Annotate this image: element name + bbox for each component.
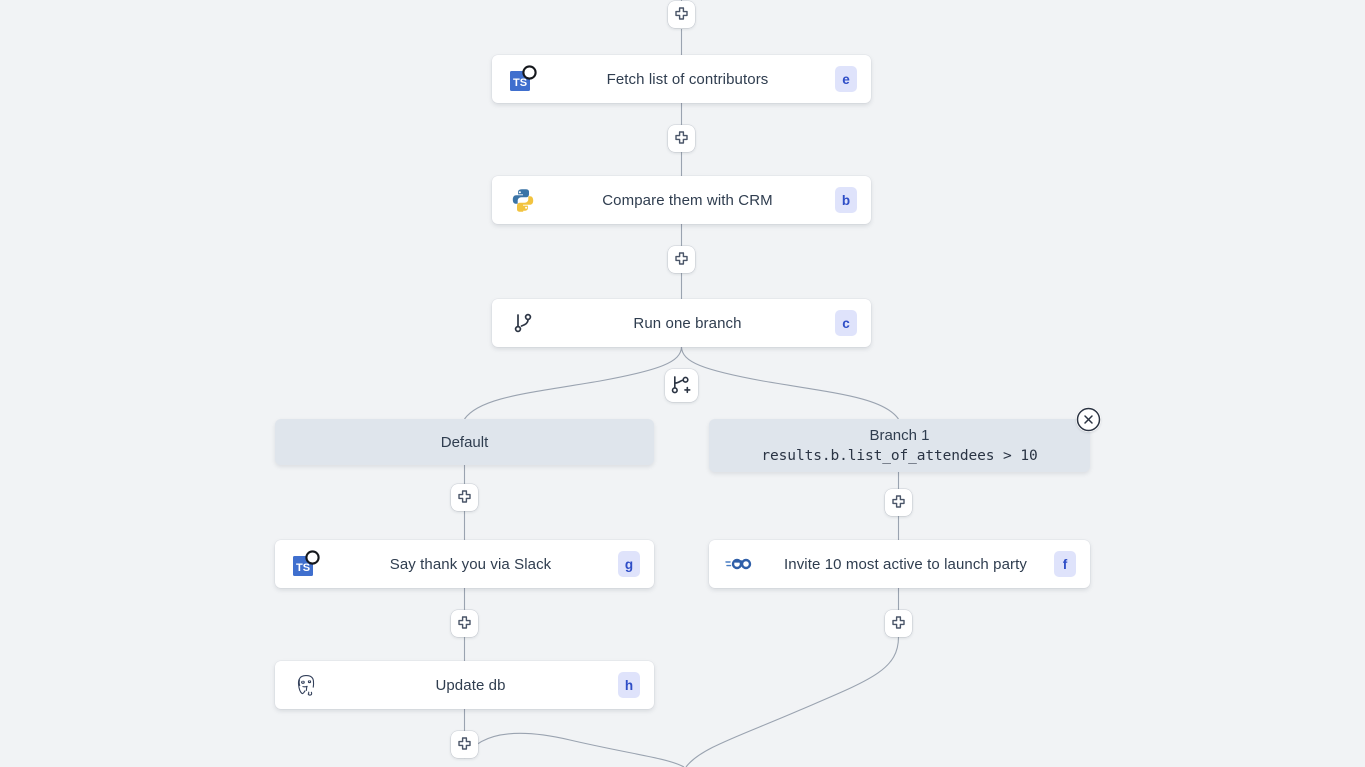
plus-icon (675, 7, 688, 20)
node-badge[interactable]: c (835, 310, 857, 336)
branch-default[interactable]: Default (275, 419, 654, 465)
edge-split-left (464, 346, 683, 420)
node-title: Run one branch (633, 314, 742, 332)
add-step-after-updatedb[interactable] (451, 731, 478, 758)
svg-text:TS: TS (513, 77, 527, 89)
node-badge[interactable]: f (1054, 551, 1076, 577)
plus-icon (458, 490, 471, 503)
add-step-after-compare[interactable] (668, 246, 695, 273)
branch-add-icon (671, 376, 691, 394)
node-title: Fetch list of contributors (606, 70, 769, 88)
node-title: Say thank you via Slack (389, 555, 552, 573)
node-badge[interactable]: e (835, 66, 857, 92)
node-fetch-contributors[interactable]: TS Fetch list of contributors e (492, 55, 871, 103)
branch-1-close-button[interactable] (1076, 407, 1101, 432)
branch-condition-expression[interactable]: results.b.list_of_attendees > 10 (761, 447, 1038, 464)
add-branch-button[interactable] (665, 369, 698, 402)
node-badge[interactable]: b (835, 187, 857, 213)
python-icon (506, 185, 540, 215)
plus-icon (892, 616, 905, 629)
golang-icon (723, 549, 757, 579)
node-title: Compare them with CRM (602, 191, 773, 209)
plus-icon (675, 252, 688, 265)
branch-label: Branch 1 (869, 426, 930, 444)
git-branch-icon (506, 308, 540, 338)
postgresql-icon (289, 670, 323, 700)
svg-text:TS: TS (296, 562, 310, 574)
add-step-default-branch[interactable] (451, 484, 478, 511)
branch-1[interactable]: Branch 1 results.b.list_of_attendees > 1… (709, 419, 1090, 472)
add-step-after-fetch[interactable] (668, 125, 695, 152)
add-step-branch-1[interactable] (885, 489, 912, 516)
node-badge[interactable]: h (618, 672, 640, 698)
edge-merge-from-branch1 (685, 636, 900, 767)
plus-icon (675, 131, 688, 144)
node-invite-active[interactable]: Invite 10 most active to launch party f (709, 540, 1090, 588)
add-step-after-slack[interactable] (451, 610, 478, 637)
branch-label: Default (440, 433, 489, 451)
node-title: Update db (435, 676, 506, 694)
plus-icon (892, 495, 905, 508)
edge-merge-from-default (464, 732, 685, 767)
node-badge[interactable]: g (618, 551, 640, 577)
typescript-github-icon: TS (506, 64, 540, 94)
close-icon (1076, 407, 1101, 432)
plus-icon (458, 737, 471, 750)
add-step-after-invite[interactable] (885, 610, 912, 637)
node-update-db[interactable]: Update db h (275, 661, 654, 709)
plus-icon (458, 616, 471, 629)
edge-split-right (680, 346, 899, 420)
node-say-thank-you[interactable]: TS Say thank you via Slack g (275, 540, 654, 588)
node-run-one-branch[interactable]: Run one branch c (492, 299, 871, 347)
node-compare-crm[interactable]: Compare them with CRM b (492, 176, 871, 224)
typescript-github-icon: TS (289, 549, 323, 579)
add-step-top[interactable] (668, 1, 695, 28)
node-title: Invite 10 most active to launch party (784, 555, 1027, 573)
